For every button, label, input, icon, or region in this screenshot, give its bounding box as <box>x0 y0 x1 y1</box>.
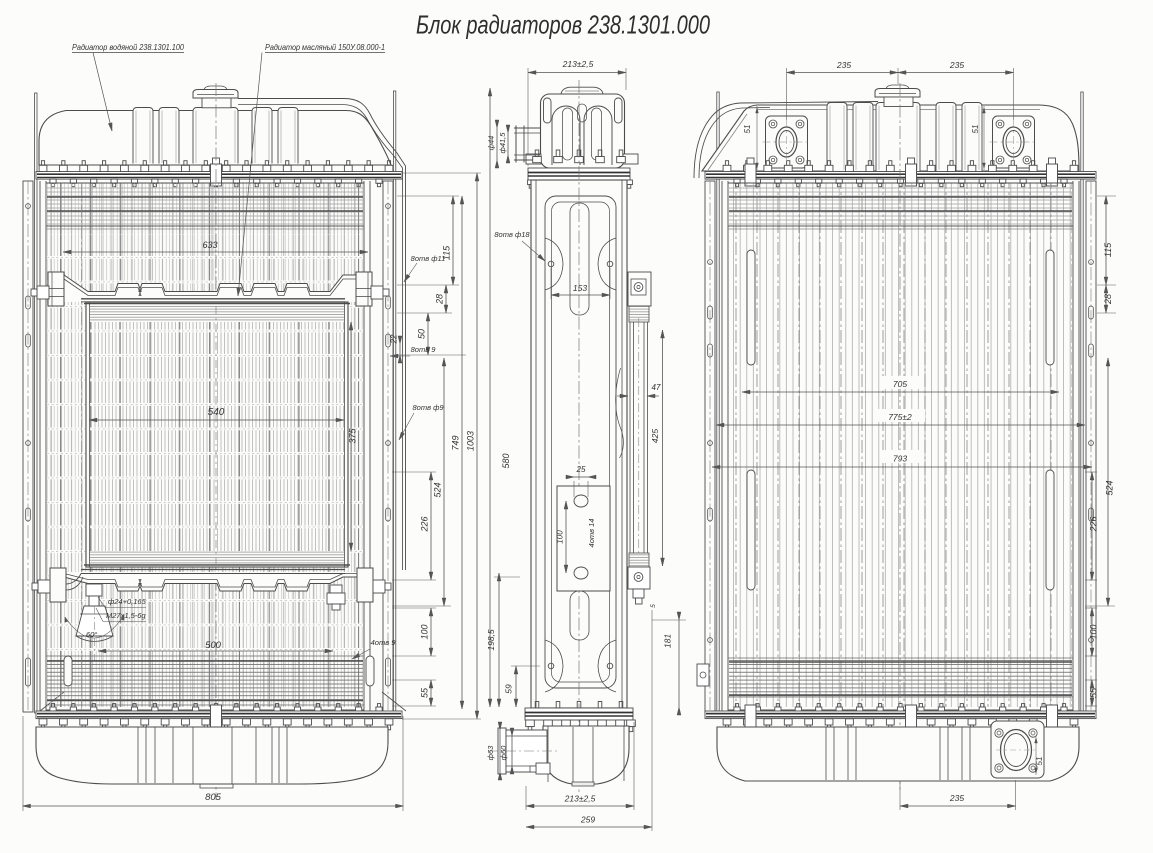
svg-text:375: 375 <box>348 428 358 444</box>
svg-text:226: 226 <box>1089 516 1099 532</box>
svg-text:100: 100 <box>420 624 430 639</box>
svg-text:115: 115 <box>1103 242 1113 257</box>
svg-text:51: 51 <box>1035 757 1044 766</box>
svg-text:1003: 1003 <box>466 431 476 451</box>
svg-text:28: 28 <box>435 294 445 305</box>
svg-text:59: 59 <box>504 684 514 694</box>
svg-text:100: 100 <box>1089 624 1099 639</box>
svg-text:524: 524 <box>433 482 443 497</box>
svg-text:4отв 14: 4отв 14 <box>587 519 596 548</box>
svg-text:ф63: ф63 <box>486 745 495 760</box>
svg-text:51: 51 <box>743 125 752 134</box>
svg-text:ф24+0,165: ф24+0,165 <box>108 597 147 606</box>
svg-text:580: 580 <box>501 453 511 468</box>
svg-text:4отв 9: 4отв 9 <box>371 638 397 647</box>
svg-text:5: 5 <box>650 604 657 608</box>
svg-text:Блок радиаторов 238.1301.000: Блок радиаторов 238.1301.000 <box>416 10 710 40</box>
svg-text:259: 259 <box>580 815 595 825</box>
svg-text:8отв 9: 8отв 9 <box>411 345 437 354</box>
svg-text:60°: 60° <box>86 630 97 639</box>
svg-text:22: 22 <box>390 334 399 344</box>
svg-text:25: 25 <box>576 465 586 474</box>
svg-text:749: 749 <box>451 435 461 450</box>
svg-text:235: 235 <box>949 793 964 803</box>
svg-text:235: 235 <box>836 60 851 70</box>
svg-text:ф44: ф44 <box>487 136 496 151</box>
svg-text:50: 50 <box>417 329 427 339</box>
svg-text:Радиатор масляный 150У.08.000-: Радиатор масляный 150У.08.000-1 <box>265 43 385 52</box>
svg-text:ф41,5: ф41,5 <box>498 132 507 154</box>
svg-text:51: 51 <box>971 125 980 134</box>
svg-text:793: 793 <box>893 454 907 464</box>
svg-text:55: 55 <box>1089 687 1099 698</box>
svg-text:235: 235 <box>949 60 964 70</box>
svg-text:198,5: 198,5 <box>486 629 496 651</box>
svg-text:28: 28 <box>1103 294 1113 305</box>
svg-text:181: 181 <box>663 634 673 648</box>
svg-text:805: 805 <box>205 792 222 803</box>
svg-text:8отв ф9: 8отв ф9 <box>412 403 444 412</box>
svg-text:Радиатор водяной 238.1301.100: Радиатор водяной 238.1301.100 <box>72 43 185 52</box>
svg-text:775±2: 775±2 <box>888 412 912 422</box>
svg-text:213±2,5: 213±2,5 <box>564 794 596 804</box>
svg-text:100: 100 <box>556 530 565 544</box>
svg-text:47: 47 <box>652 383 661 392</box>
svg-text:М27х1,5-6g: М27х1,5-6g <box>106 611 146 620</box>
svg-text:ф60: ф60 <box>499 745 508 760</box>
svg-text:8отв ф18: 8отв ф18 <box>494 230 530 239</box>
svg-text:115: 115 <box>442 245 452 260</box>
svg-text:213±2,5: 213±2,5 <box>562 59 594 69</box>
svg-text:226: 226 <box>420 516 430 532</box>
svg-text:524: 524 <box>1105 480 1115 495</box>
svg-text:153: 153 <box>573 283 587 293</box>
svg-text:705: 705 <box>893 379 907 389</box>
svg-text:633: 633 <box>202 240 217 250</box>
svg-text:8отв ф11: 8отв ф11 <box>411 254 446 263</box>
svg-text:425: 425 <box>650 429 660 443</box>
svg-text:55: 55 <box>420 687 430 698</box>
svg-text:500: 500 <box>205 640 222 651</box>
svg-text:540: 540 <box>208 407 225 418</box>
